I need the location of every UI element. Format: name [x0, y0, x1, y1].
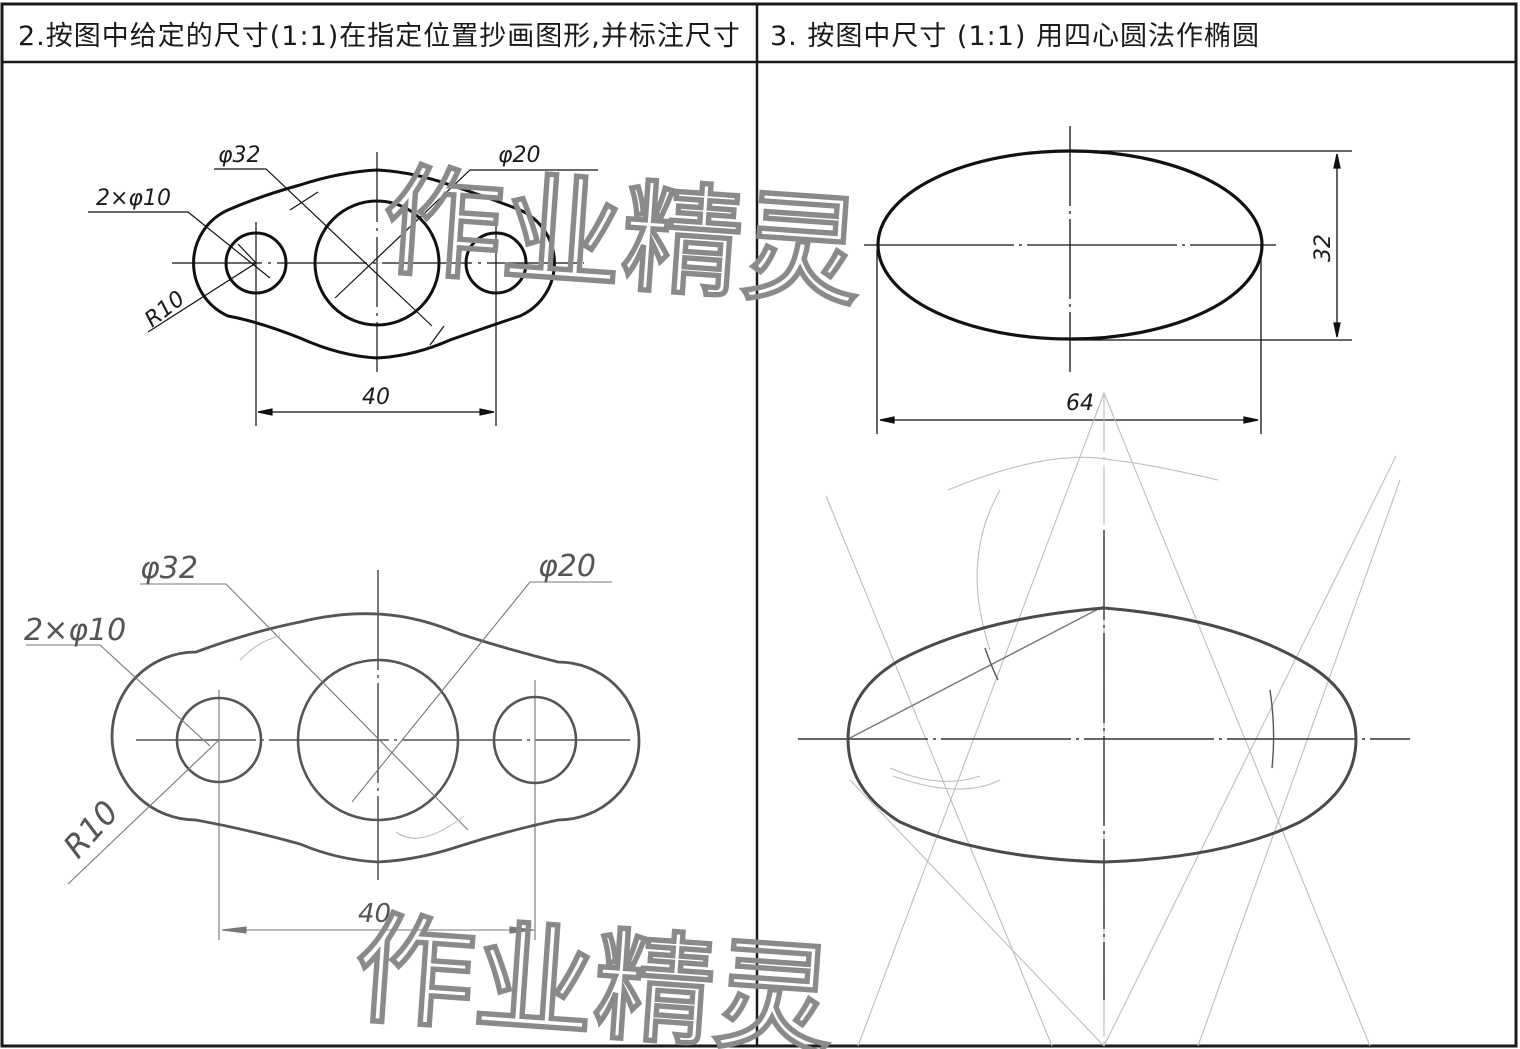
problem-3-title: 3. 按图中尺寸 (1:1) 用四心圆法作椭圆	[770, 20, 1261, 52]
right-hole	[464, 231, 528, 295]
left-hole	[224, 231, 288, 295]
watermark-bottom: 作业精灵	[349, 899, 839, 1049]
svg-text:作业精灵: 作业精灵	[350, 900, 839, 1049]
dim-phi32: φ32	[218, 143, 261, 168]
construction-lines	[825, 392, 1401, 1047]
problem-3-reference-drawing: 64 32	[864, 126, 1352, 434]
dim-r10: R10	[140, 286, 189, 332]
svg-text:作业精灵: 作业精灵	[378, 152, 867, 324]
dim-2xphi10: 2×φ10	[96, 186, 171, 211]
dim-40: 40	[362, 385, 390, 410]
watermark-top: 作业精灵	[377, 151, 867, 325]
dim-64: 64	[1066, 391, 1094, 416]
four-centre-ellipse	[846, 606, 1358, 864]
dim-r10: R10	[56, 793, 126, 865]
dim-phi20: φ20	[538, 549, 596, 584]
problem-3-student-construction	[798, 392, 1410, 1047]
plate-outline	[192, 168, 556, 360]
reference-ellipse	[876, 149, 1264, 341]
big-hole	[313, 199, 441, 327]
problem-2-reference-drawing: φ32 φ20 2×φ10 R10 40	[88, 143, 598, 426]
problem-2-title: 2.按图中给定的尺寸(1:1)在指定位置抄画图形,并标注尺寸	[18, 20, 741, 52]
plate-outline	[110, 612, 641, 864]
dim-40: 40	[358, 899, 391, 929]
dim-phi20: φ20	[498, 143, 541, 168]
right-hole	[492, 695, 578, 785]
problem-2-student-copy: φ32 φ20 2×φ10 R10 40	[24, 549, 641, 940]
dim-phi32: φ32	[140, 551, 198, 586]
left-hole	[175, 696, 263, 784]
big-hole	[296, 658, 460, 822]
dim-2xphi10: 2×φ10	[24, 613, 126, 648]
dim-32: 32	[1311, 234, 1336, 262]
